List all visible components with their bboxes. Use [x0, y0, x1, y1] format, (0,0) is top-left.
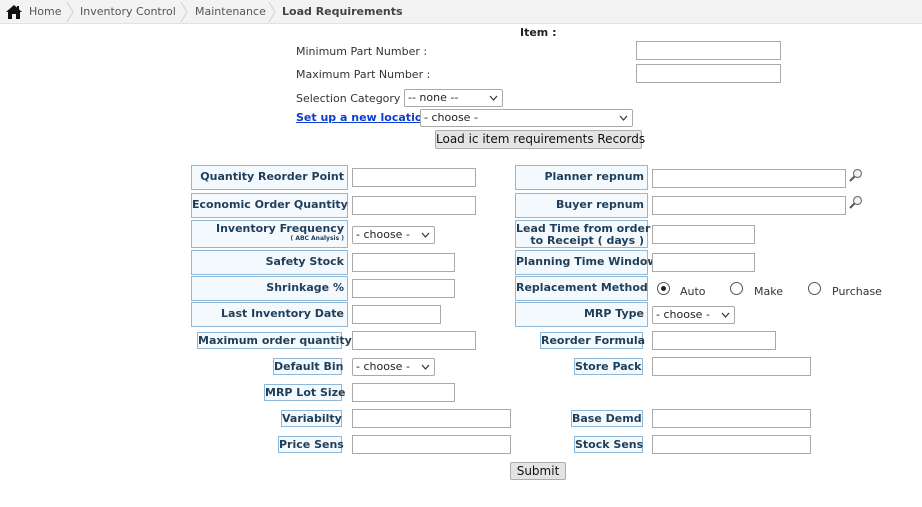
default-bin-value: - choose -: [356, 360, 410, 373]
mrp-type-value: - choose -: [656, 308, 710, 321]
replacement-auto-label: Auto: [680, 285, 706, 298]
home-icon[interactable]: [6, 5, 22, 19]
load-records-button[interactable]: Load ic item requirements Records: [435, 130, 645, 149]
selection-category-value: -- none --: [408, 91, 459, 104]
price-sens-label: Price Sens: [278, 436, 344, 453]
selection-category-select[interactable]: -- none --: [404, 89, 503, 107]
selection-category-label: Selection Category: [296, 92, 401, 105]
economic-order-quantity-label: Economic Order Quantity: [191, 193, 348, 218]
planner-repnum-input[interactable]: [652, 169, 846, 188]
default-bin-select[interactable]: - choose -: [352, 358, 435, 376]
mrp-lot-size-label: MRP Lot Size: [264, 384, 346, 401]
maximum-order-quantity-label: Maximum order quantity: [197, 332, 352, 349]
stock-sens-input[interactable]: [652, 435, 811, 454]
inventory-frequency-title: Inventory Frequency: [215, 222, 344, 235]
quantity-reorder-point-input[interactable]: [352, 168, 476, 187]
submit-button[interactable]: Submit: [510, 462, 566, 480]
lead-time-label-line2: to Receipt ( days ): [530, 234, 644, 247]
replacement-make-radio[interactable]: [730, 282, 743, 295]
magnifier-icon[interactable]: [849, 195, 863, 209]
inventory-frequency-select[interactable]: - choose -: [352, 226, 435, 244]
setup-location-link[interactable]: Set up a new location: [296, 111, 431, 124]
base-demd-input[interactable]: [652, 409, 811, 428]
store-pack-label: Store Pack: [574, 358, 643, 375]
replacement-method-label: Replacement Method: [515, 276, 648, 301]
chevron-down-icon: [421, 232, 430, 238]
safety-stock-label: Safety Stock: [191, 250, 348, 275]
economic-order-quantity-input[interactable]: [352, 196, 476, 215]
breadcrumb-separator: [66, 0, 74, 24]
lead-time-input[interactable]: [652, 225, 755, 244]
chevron-down-icon: [721, 312, 730, 318]
inventory-frequency-label: Inventory Frequency ( ABC Analysis ): [191, 220, 348, 248]
variability-input[interactable]: [352, 409, 511, 428]
planning-time-window-input[interactable]: [652, 253, 755, 272]
mrp-lot-size-input[interactable]: [352, 383, 455, 402]
replacement-auto-radio[interactable]: [657, 282, 670, 295]
buyer-repnum-label: Buyer repnum: [515, 193, 648, 218]
location-select[interactable]: - choose -: [420, 109, 633, 127]
replacement-purchase-radio[interactable]: [808, 282, 821, 295]
breadcrumb-inventory-control[interactable]: Inventory Control: [80, 5, 176, 18]
reorder-formula-input[interactable]: [652, 331, 776, 350]
last-inventory-date-label: Last Inventory Date: [191, 302, 348, 327]
last-inventory-date-input[interactable]: [352, 305, 441, 324]
price-sens-input[interactable]: [352, 435, 511, 454]
variability-label: Variabilty: [281, 410, 342, 427]
mrp-type-select[interactable]: - choose -: [652, 306, 735, 324]
maximum-order-quantity-input[interactable]: [352, 331, 476, 350]
planning-time-window-label: Planning Time Window: [515, 250, 658, 275]
max-part-number-input[interactable]: [636, 64, 781, 83]
max-part-number-label: Maximum Part Number :: [296, 68, 431, 81]
replacement-purchase-label: Purchase: [832, 285, 882, 298]
breadcrumb-separator: [180, 0, 188, 24]
store-pack-input[interactable]: [652, 357, 811, 376]
replacement-make-label: Make: [754, 285, 783, 298]
magnifier-icon[interactable]: [849, 168, 863, 182]
location-select-value: - choose -: [424, 111, 478, 124]
breadcrumb-separator: [268, 0, 276, 24]
breadcrumb-load-requirements: Load Requirements: [282, 5, 403, 18]
lead-time-label: Lead Time from order to Receipt ( days ): [515, 220, 651, 248]
breadcrumb-maintenance[interactable]: Maintenance: [195, 5, 266, 18]
min-part-number-input[interactable]: [636, 41, 781, 60]
breadcrumb: [0, 0, 922, 24]
stock-sens-label: Stock Sens: [574, 436, 644, 453]
quantity-reorder-point-label: Quantity Reorder Point: [191, 165, 348, 190]
breadcrumb-home[interactable]: Home: [29, 5, 62, 18]
item-section-title: Item :: [520, 26, 557, 39]
inventory-frequency-value: - choose -: [356, 228, 410, 241]
chevron-down-icon: [489, 95, 498, 101]
buyer-repnum-input[interactable]: [652, 196, 846, 215]
lead-time-label-line1: Lead Time from order: [516, 222, 651, 235]
shrinkage-label: Shrinkage %: [191, 276, 348, 301]
chevron-down-icon: [619, 115, 628, 121]
shrinkage-input[interactable]: [352, 279, 455, 298]
mrp-type-label: MRP Type: [515, 302, 648, 327]
safety-stock-input[interactable]: [352, 253, 455, 272]
planner-repnum-label: Planner repnum: [515, 165, 648, 190]
base-demd-label: Base Demd: [571, 410, 643, 427]
chevron-down-icon: [421, 364, 430, 370]
default-bin-label: Default Bin: [273, 358, 344, 375]
reorder-formula-label: Reorder Formula: [540, 332, 646, 349]
abc-analysis-note: ( ABC Analysis ): [290, 235, 344, 242]
min-part-number-label: Minimum Part Number :: [296, 45, 428, 58]
